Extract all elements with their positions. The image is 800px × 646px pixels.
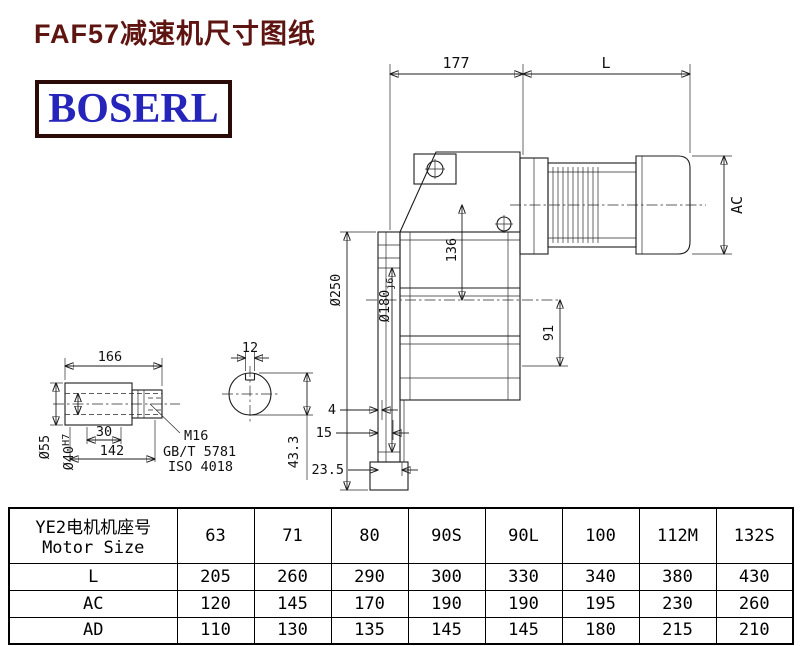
dim-142: 142 [100,443,124,459]
motor-size-col: 132S [715,507,794,564]
table-row-L: L 205 260 290 300 330 340 380 430 [8,562,794,591]
cell-L: 260 [253,562,332,591]
dim-43-3: 43.3 [286,436,302,469]
motor-size-col: 112M [638,507,717,564]
page-title: FAF57减速机尺寸图纸 [34,19,317,49]
cell-AD: 145 [407,616,486,645]
row-label-AD: AD [8,616,178,645]
standard-gb: GB/T 5781 [163,444,236,460]
cell-L: 205 [176,562,255,591]
cell-AC: 195 [561,589,640,618]
motor-size-col: 71 [253,507,332,564]
header-motor-size-cn: YE2电机机座号 [35,518,152,539]
cell-AD: 130 [253,616,332,645]
cell-L: 340 [561,562,640,591]
dim-166: 166 [98,349,122,365]
dim-L: L [601,54,610,72]
main-view-gearbox [366,151,706,491]
cell-L: 300 [407,562,486,591]
thread-callout: M16 [184,428,208,444]
header-motor-size-en: Motor Size [42,538,145,559]
dim-30: 30 [96,424,112,440]
table-row-AD: AD 110 130 135 145 145 180 215 210 [8,616,794,645]
cell-AC: 120 [176,589,255,618]
motor-size-col: 63 [176,507,255,564]
row-label-AC: AC [8,589,178,618]
cell-L: 290 [330,562,409,591]
dim-91: 91 [541,325,557,341]
dimension-drawing: 177 L AC Ø250 Ø180j6 136 91 [37,54,746,491]
motor-size-col: 90S [407,507,486,564]
dim-4: 4 [328,402,336,418]
cell-AD: 215 [638,616,717,645]
brand-logo: BOSERL [35,80,232,138]
shaft-detail-view [53,366,278,426]
cell-AD: 210 [715,616,794,645]
cell-AD: 110 [176,616,255,645]
table-row-AC: AC 120 145 170 190 190 195 230 260 [8,589,794,618]
cell-AD: 180 [561,616,640,645]
dim-15: 15 [316,425,332,441]
dim-177: 177 [442,54,469,72]
dim-250: Ø250 [328,274,344,307]
cell-L: 430 [715,562,794,591]
motor-size-col: 100 [561,507,640,564]
dim-136: 136 [444,238,460,262]
dim-40H7: Ø40H7 [61,434,77,470]
cell-AD: 135 [330,616,409,645]
cell-AC: 145 [253,589,332,618]
cell-AC: 190 [484,589,563,618]
cell-AC: 170 [330,589,409,618]
cell-AD: 145 [484,616,563,645]
row-label-L: L [8,562,178,591]
cell-L: 380 [638,562,717,591]
brand-logo-text: BOSERL [48,86,219,132]
dimensions-main: 177 L AC Ø250 Ø180j6 136 91 [250,54,746,490]
dim-AC: AC [728,196,746,214]
motor-size-col: 80 [330,507,409,564]
cell-AC: 230 [638,589,717,618]
header-motor-size: YE2电机机座号 Motor Size [8,507,178,564]
cell-L: 330 [484,562,563,591]
cell-AC: 260 [715,589,794,618]
dim-55: Ø55 [37,435,53,459]
dim-180: Ø180j6 [377,278,396,323]
standard-iso: ISO 4018 [168,459,233,475]
table-header-row: YE2电机机座号 Motor Size 63 71 80 90S 90L 100… [8,507,794,564]
cell-AC: 190 [407,589,486,618]
dimensions-shaft: 166 12 Ø55 Ø40H7 30 142 [37,340,269,475]
motor-size-col: 90L [484,507,563,564]
dim-23-5: 23.5 [311,462,344,478]
dim-12: 12 [242,340,258,356]
motor-size-table: YE2电机机座号 Motor Size 63 71 80 90S 90L 100… [8,507,794,645]
